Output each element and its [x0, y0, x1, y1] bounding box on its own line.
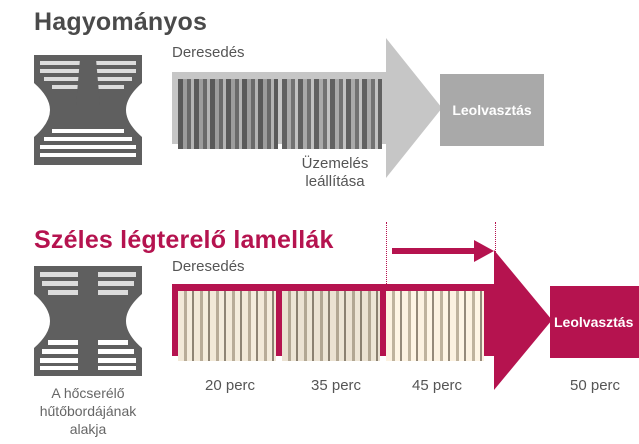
fin-caption-line2: hűtőbordájának	[39, 403, 137, 419]
time-label-45: 45 perc	[412, 377, 463, 394]
stop-operation-label: Üzemelés leállítása	[290, 155, 380, 191]
time-label-20: 20 perc	[205, 377, 256, 394]
extension-arrow	[392, 240, 494, 262]
conventional-defrost-box: Leolvasztás	[440, 74, 544, 146]
wide-louver-title: Széles légterelő lamellák	[34, 226, 334, 254]
fin-caption-line1: A hőcserélő	[51, 385, 125, 401]
wide-fin-shape-icon	[34, 266, 142, 376]
guide-line-right	[495, 222, 496, 276]
guide-line-left	[386, 222, 387, 284]
wide-frost-strip	[178, 291, 484, 361]
stop-label-line1: Üzemelés	[301, 155, 369, 172]
wide-frost-label: Deresedés	[172, 258, 245, 275]
conventional-frost-label: Deresedés	[172, 44, 245, 61]
fin-shape-icon	[34, 55, 142, 165]
stop-label-line2: leállítása	[305, 173, 365, 190]
wide-defrost-box: Leolvasztás	[550, 286, 639, 358]
time-label-35: 35 perc	[311, 377, 362, 394]
conventional-frost-strip	[178, 79, 382, 149]
time-label-50: 50 perc	[570, 377, 621, 394]
fin-caption: A hőcserélő hűtőbordájának alakja	[26, 384, 150, 438]
conventional-title: Hagyományos	[34, 8, 208, 36]
fin-caption-line3: alakja	[69, 421, 107, 437]
